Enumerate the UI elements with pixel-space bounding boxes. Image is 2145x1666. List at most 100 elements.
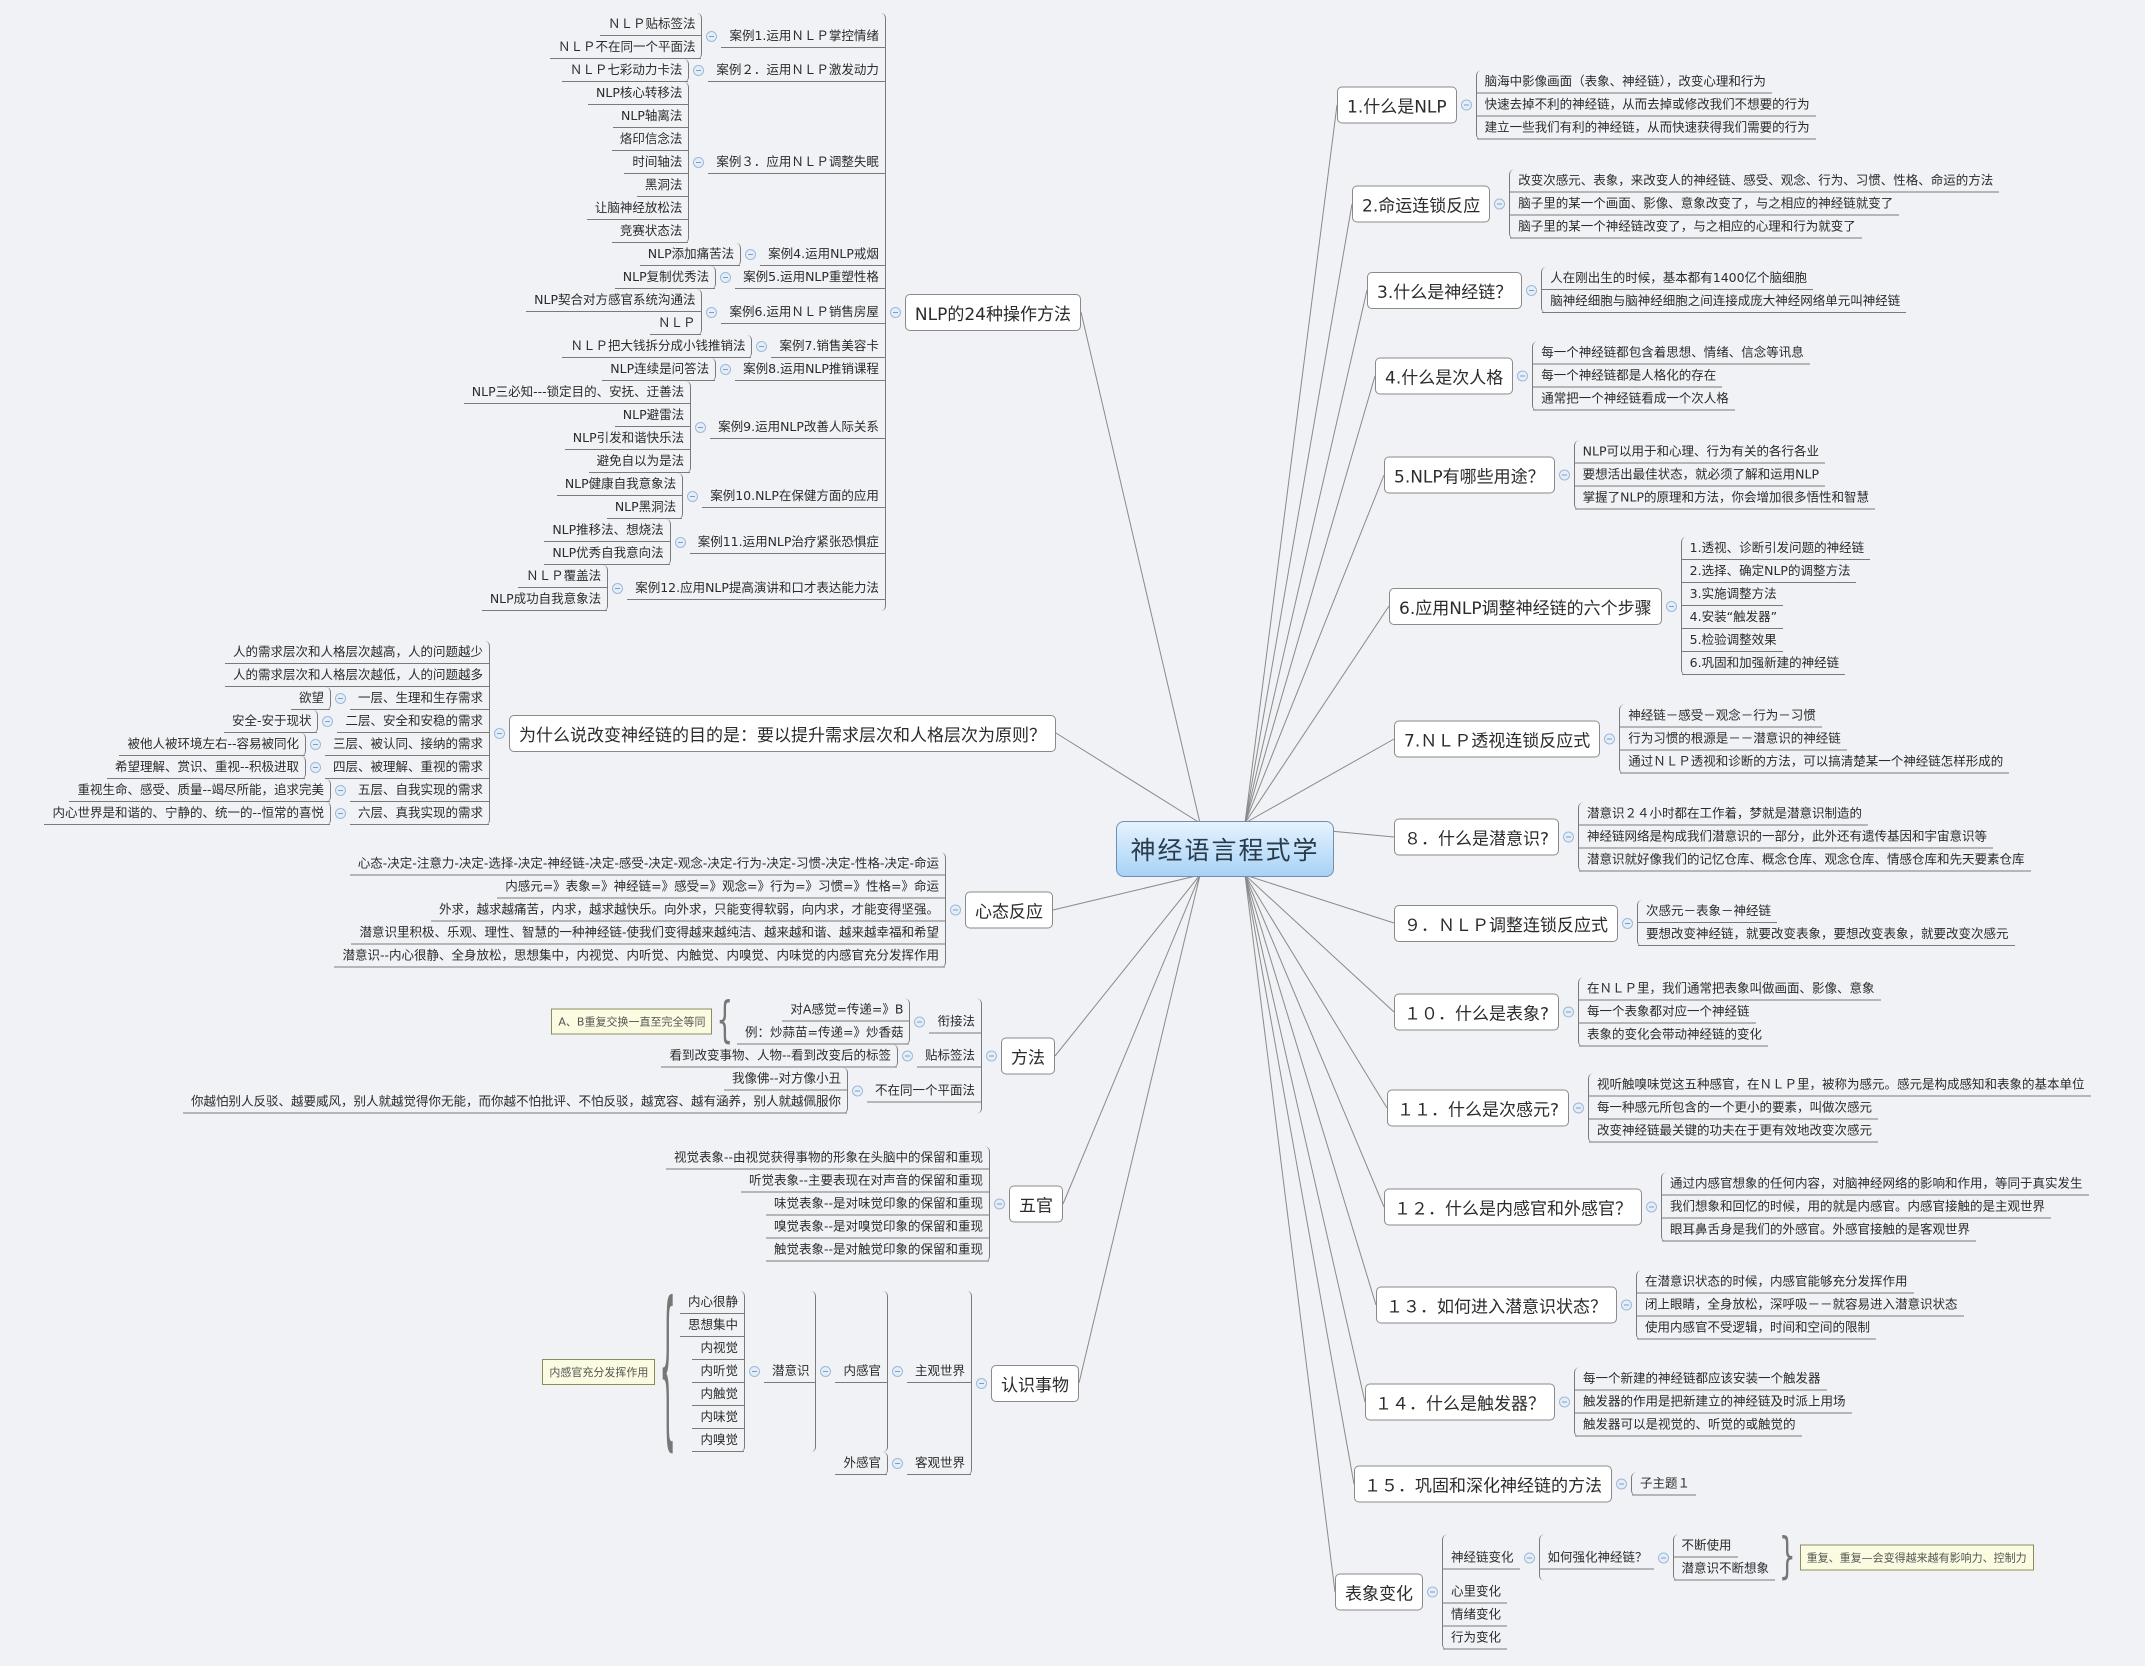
collapse-toggle-icon[interactable] [1559,1396,1570,1408]
collapse-toggle-icon[interactable] [309,739,321,750]
leaf-topic[interactable]: 内嗅觉 [692,1429,744,1452]
subtopic[interactable]: 衔接法 [929,1010,981,1033]
subtopic[interactable]: 三层、被认同、接纳的需求 [324,733,489,756]
leaf-topic[interactable]: 子主题１ [1632,1473,1697,1496]
collapse-toggle-icon[interactable] [914,1016,926,1027]
leaf-topic[interactable]: 通过ＮＬＰ透视和诊断的方法，可以搞清楚某一个神经链怎样形成的 [1620,751,2010,774]
leaf-topic[interactable]: 例：炒蒜苗=传递=》炒香菇 [737,1022,910,1045]
leaf-topic[interactable]: 脑子里的某一个神经链改变了，与之相应的心理和行为就变了 [1510,216,1862,239]
leaf-topic[interactable]: 对A感觉=传递=》B [782,999,910,1022]
leaf-topic[interactable]: 脑神经细胞与脑神经细胞之间连接成庞大神经网络单元叫神经链 [1542,290,1907,313]
leaf-topic[interactable]: 触觉表象--是对触觉印象的保留和重现 [765,1239,989,1262]
leaf-topic[interactable]: 神经链网络是构成我们潜意识的一部分，此外还有遗传基因和宇宙意识等 [1579,826,1994,849]
subtopic[interactable]: 四层、被理解、重视的需求 [324,756,489,779]
leaf-topic[interactable]: NLP引发和谐快乐法 [564,427,691,450]
leaf-topic[interactable]: 行为习惯的根源是－－潜意识的神经链 [1620,728,1847,751]
collapse-toggle-icon[interactable] [851,1085,863,1096]
leaf-topic[interactable]: 在潜意识状态的时候，内感官能够充分发挥作用 [1637,1271,1914,1294]
leaf-topic[interactable]: 每一个神经链都是人格化的存在 [1533,365,1723,388]
leaf-topic[interactable]: 人的需求层次和人格层次越低，人的问题越多 [224,664,489,687]
leaf-topic[interactable]: 通过内感官想象的任何内容，对脑神经网络的影响和作用，等同于真实发生 [1662,1173,2089,1196]
subtopic[interactable]: 神经链变化 [1443,1546,1520,1569]
leaf-topic[interactable]: 每一个神经链都包含着思想、情绪、信念等讯息 [1533,342,1810,365]
subtopic[interactable]: 二层、安全和安稳的需求 [337,710,489,733]
collapse-toggle-icon[interactable] [1563,831,1575,843]
leaf-topic[interactable]: 内触觉 [692,1383,744,1406]
collapse-toggle-icon[interactable] [1558,469,1570,481]
subtopic[interactable]: 六层、真我实现的需求 [349,802,489,825]
subtopic[interactable]: 客观世界 [906,1452,971,1475]
leaf-topic[interactable]: 人在刚出生的时候，基本都有1400亿个脑细胞 [1542,267,1814,290]
summary-callout[interactable]: 重复、重复—会变得越来越有影响力、控制力 [1799,1544,2034,1571]
collapse-toggle-icon[interactable] [891,1458,903,1469]
collapse-toggle-icon[interactable] [1517,370,1529,382]
leaf-topic[interactable]: 避免自以为是法 [588,450,691,473]
leaf-topic[interactable]: 希望理解、赏识、重视--积极进取 [106,756,305,779]
main-topic[interactable]: 5.NLP有哪些用途？ [1384,456,1555,494]
collapse-toggle-icon[interactable] [687,490,699,502]
main-topic[interactable]: １３．如何进入潜意识状态？ [1376,1286,1617,1324]
leaf-topic[interactable]: 改变神经链最关键的功夫在于更有效地改变次感元 [1589,1120,1879,1143]
leaf-topic[interactable]: 快速去掉不利的神经链，从而去掉或修改我们不想要的行为 [1476,94,1816,117]
leaf-topic[interactable]: NLP三必知---锁定目的、安抚、迂善法 [463,381,691,404]
leaf-topic[interactable]: 竞赛状态法 [611,220,689,243]
collapse-toggle-icon[interactable] [820,1366,832,1377]
collapse-toggle-icon[interactable] [1573,1102,1585,1114]
leaf-topic[interactable]: ＮＬＰ贴标签法 [599,13,702,36]
collapse-toggle-icon[interactable] [1657,1552,1669,1563]
leaf-topic[interactable]: 在ＮＬＰ里，我们通常把表象叫做画面、影像、意象 [1579,978,1881,1001]
collapse-toggle-icon[interactable] [1616,1478,1627,1490]
leaf-topic[interactable]: ＮＬＰ把大钱拆分成小钱推销法 [562,335,752,358]
collapse-toggle-icon[interactable] [1526,284,1538,296]
collapse-toggle-icon[interactable] [693,65,705,76]
subtopic[interactable]: 如何强化神经链？ [1539,1546,1654,1569]
leaf-topic[interactable]: 每一种感元所包含的一个更小的要素，叫做次感元 [1589,1097,1879,1120]
leaf-topic[interactable]: 我像佛--对方像小丑 [723,1068,847,1091]
leaf-topic[interactable]: 眼耳鼻舌身是我们的外感官。外感官接触的是客观世界 [1662,1219,1977,1242]
leaf-topic[interactable]: 神经链－感受－观念－行为－习惯 [1620,705,1822,728]
leaf-topic[interactable]: 内味觉 [692,1406,744,1429]
main-topic[interactable]: １１．什么是次感元? [1387,1089,1570,1127]
collapse-toggle-icon[interactable] [334,785,346,796]
leaf-topic[interactable]: 嗅觉表象--是对嗅觉印象的保留和重现 [765,1216,989,1239]
collapse-toggle-icon[interactable] [756,341,768,352]
main-topic[interactable]: 2.命运连锁反应 [1352,185,1491,223]
leaf-topic[interactable]: 脑海中影像画面（表象、神经链），改变心理和行为 [1476,71,1772,94]
leaf-topic[interactable]: 让脑神经放松法 [586,197,689,220]
subtopic[interactable]: 一层、生理和生存需求 [349,687,489,710]
leaf-topic[interactable]: 不断使用 [1673,1535,1738,1558]
collapse-toggle-icon[interactable] [334,693,346,704]
leaf-topic[interactable]: 6.巩固和加强新建的神经链 [1681,652,1846,675]
leaf-topic[interactable]: 人的需求层次和人格层次越高，人的问题越少 [224,641,489,664]
subtopic[interactable]: 案例２．运用ＮＬＰ激发动力 [708,59,885,82]
main-topic[interactable]: 方法 [1001,1037,1055,1075]
leaf-topic[interactable]: 被他人被环境左右--容易被同化 [119,733,305,756]
leaf-topic[interactable]: NLP连续是问答法 [602,358,716,381]
collapse-toggle-icon[interactable] [986,1050,997,1062]
leaf-topic[interactable]: 视听触嗅味觉这五种感官，在ＮＬＰ里，被称为感元。感元是构成感知和表象的基本单位 [1589,1074,2091,1097]
leaf-topic[interactable]: 潜意识２４小时都在工作着，梦就是潜意识制造的 [1579,803,1869,826]
leaf-topic[interactable]: ＮＬＰ不在同一个平面法 [549,36,702,59]
leaf-topic[interactable]: 掌握了NLP的原理和方法，你会增加很多悟性和智慧 [1574,487,1876,510]
subtopic[interactable]: 内感官 [835,1360,887,1383]
subtopic[interactable]: 案例11.运用NLP治疗紧张恐惧症 [689,531,885,554]
leaf-topic[interactable]: 改变次感元、表象，来改变人的神经链、感受、观念、行为、习惯、性格、命运的方法 [1510,170,2000,193]
main-topic[interactable]: 4.什么是次人格 [1375,357,1514,395]
subtopic[interactable]: 案例7.销售美容卡 [771,335,885,358]
leaf-topic[interactable]: 触发器可以是视觉的、听觉的或触觉的 [1575,1414,1802,1437]
leaf-topic[interactable]: NLP契合对方感官系统沟通法 [526,289,702,312]
collapse-toggle-icon[interactable] [494,727,505,739]
leaf-topic[interactable]: 内听觉 [692,1360,744,1383]
leaf-topic[interactable]: 内感元=》表象=》神经链=》感受=》观念=》行为=》习惯=》性格=》命运 [497,876,945,899]
leaf-topic[interactable]: 表象的变化会带动神经链的变化 [1579,1024,1769,1047]
collapse-toggle-icon[interactable] [612,582,624,594]
collapse-toggle-icon[interactable] [976,1377,987,1389]
subtopic[interactable]: 案例３．应用ＮＬＰ调整失眠 [708,151,885,174]
collapse-toggle-icon[interactable] [889,306,901,318]
main-topic[interactable]: 1.什么是NLP [1337,86,1457,124]
leaf-topic[interactable]: NLP优秀自我意向法 [544,542,670,565]
leaf-topic[interactable]: 每一个表象都对应一个神经链 [1579,1001,1756,1024]
subtopic[interactable]: 主观世界 [906,1360,971,1383]
leaf-topic[interactable]: 味觉表象--是对味觉印象的保留和重现 [765,1193,989,1216]
leaf-topic[interactable]: 脑子里的某一个画面、影像、意象改变了，与之相应的神经链就变了 [1510,193,1900,216]
